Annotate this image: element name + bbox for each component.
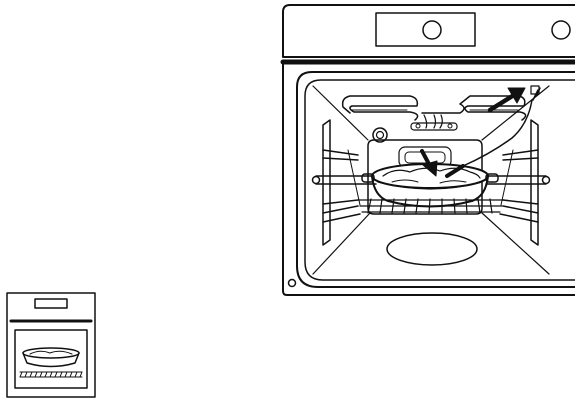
display-window: [375, 12, 476, 47]
probe-socket: [530, 85, 540, 95]
control-knob-left: [422, 20, 442, 40]
oven-frame: [282, 63, 575, 296]
cavity-outer-rim: [296, 71, 575, 288]
icon-oven-window: [14, 329, 88, 389]
oven-front-icon: [6, 292, 96, 398]
door-hinge-pin: [287, 278, 297, 288]
control-panel: [282, 4, 575, 58]
icon-dish: [22, 347, 80, 368]
icon-oven-body: [6, 292, 96, 398]
control-knob-right: [551, 20, 571, 40]
food-surface: [382, 167, 481, 179]
dish-handle-left: [361, 173, 375, 183]
oven-cabinet: [280, 4, 575, 296]
floor-vent: [386, 232, 478, 266]
icon-control-panel: [34, 298, 68, 309]
connect-socket-arrow: [487, 87, 526, 113]
meat-probe: [445, 85, 541, 178]
cavity-back-wall: [367, 139, 483, 215]
shelf-support-right: [485, 119, 551, 246]
cavity-inner-rim: [304, 79, 575, 281]
oven-cavity: [296, 71, 575, 288]
oven-lamp: [372, 127, 388, 143]
probe-cable: [462, 99, 533, 167]
icon-heat-hatch: [19, 371, 83, 378]
insert-probe-arrow: [420, 149, 438, 177]
shelf-support-left: [311, 119, 377, 246]
grill-heating-element: [341, 95, 527, 131]
dish-handle-right: [485, 173, 499, 183]
